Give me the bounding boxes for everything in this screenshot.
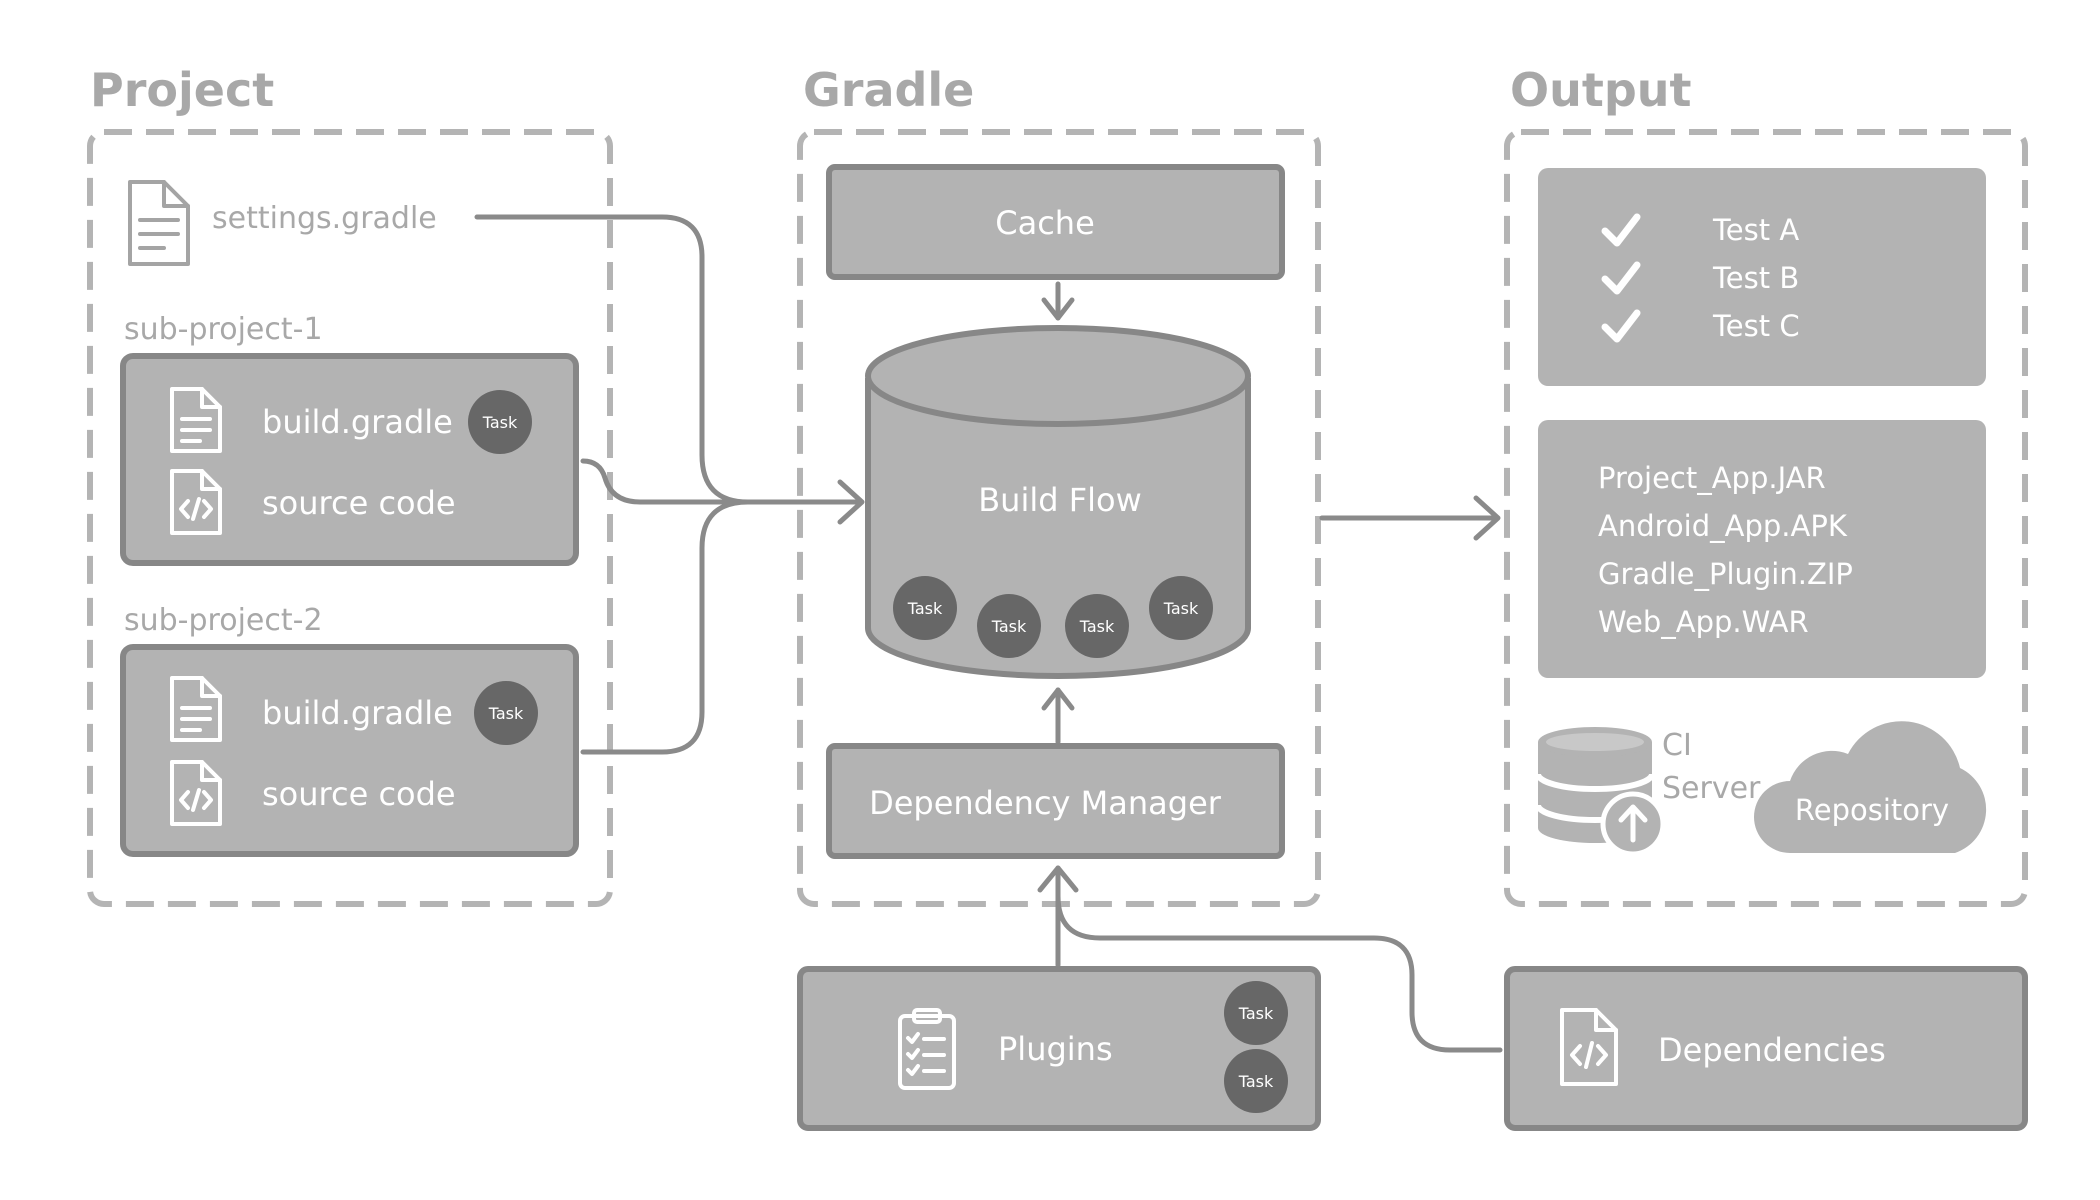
subproject-1-box[interactable]: build.gradle Task source code: [120, 353, 579, 566]
arrowhead-cache: [1041, 297, 1075, 321]
svg-text:Task: Task: [1079, 617, 1115, 636]
svg-text:Task: Task: [907, 599, 943, 618]
code-file-icon: [170, 469, 222, 535]
settings-file[interactable]: settings.gradle: [128, 180, 437, 266]
task-badge[interactable]: Task: [468, 390, 532, 454]
arrowhead-into-build-flow: [837, 479, 865, 525]
arrowhead-output: [1473, 495, 1501, 541]
test-name: Test B: [1712, 261, 1799, 295]
code-file-icon: [1560, 1008, 1618, 1086]
task-badge[interactable]: Task: [1224, 1049, 1288, 1113]
test-name: Test A: [1712, 213, 1799, 247]
subproject-2-build-file: build.gradle: [262, 694, 453, 732]
dependencies-label: Dependencies: [1658, 1031, 1886, 1069]
output-container: [1504, 129, 2028, 907]
project-container: [87, 129, 613, 907]
repository[interactable]: Repository: [1754, 721, 1987, 853]
subproject-2-box[interactable]: build.gradle Task source code: [120, 644, 579, 857]
connector-dependencies: [1055, 893, 1503, 1053]
test-results-panel: Test A Test B Test C: [1538, 168, 1986, 386]
task-badge[interactable]: Task: [1065, 594, 1129, 658]
section-title-project: Project: [90, 63, 274, 117]
subproject-1-name: sub-project-1: [124, 312, 323, 347]
subproject-2-name: sub-project-2: [124, 603, 323, 638]
task-badge[interactable]: Task: [474, 681, 538, 745]
arrowhead-dependency-manager: [1041, 687, 1075, 711]
subproject-2-source: source code: [262, 775, 456, 813]
checkmark-icon: [1601, 213, 1641, 247]
build-flow-label: Build Flow: [978, 481, 1142, 519]
task-badge[interactable]: Task: [1224, 981, 1288, 1045]
connector-settings: [474, 214, 751, 505]
code-file-icon: [170, 760, 222, 826]
cache-box[interactable]: Cache: [826, 164, 1285, 280]
dependency-manager-box[interactable]: Dependency Manager: [826, 743, 1285, 859]
plugins-label: Plugins: [998, 1030, 1113, 1068]
cloud-icon: [1754, 721, 1987, 853]
artifact-item[interactable]: Web_App.WAR: [1598, 605, 1809, 639]
svg-text:Task: Task: [991, 617, 1027, 636]
dependencies-box[interactable]: Dependencies: [1504, 966, 2028, 1131]
artifact-item[interactable]: Project_App.JAR: [1598, 461, 1826, 495]
subproject-1-source: source code: [262, 484, 456, 522]
test-row: Test B: [1601, 261, 1799, 295]
test-row: Test A: [1601, 213, 1799, 247]
plugins-box[interactable]: Plugins Task Task: [797, 966, 1321, 1131]
checkmark-icon: [1601, 309, 1641, 343]
svg-text:Task: Task: [1163, 599, 1199, 618]
artifact-item[interactable]: Android_App.APK: [1598, 509, 1848, 543]
ci-server-label-line2: Server: [1662, 771, 1761, 806]
settings-file-label: settings.gradle: [212, 201, 437, 236]
cache-label: Cache: [995, 204, 1095, 242]
svg-text:Task: Task: [1238, 1004, 1274, 1023]
arrowhead-dependency-manager-bottom: [1037, 865, 1079, 893]
document-icon: [128, 180, 190, 266]
document-icon: [170, 387, 222, 453]
task-badge[interactable]: Task: [977, 594, 1041, 658]
svg-text:Task: Task: [482, 413, 518, 432]
document-icon: [170, 676, 222, 742]
dependency-manager-label: Dependency Manager: [869, 784, 1222, 822]
database-upload-icon: [1535, 727, 1666, 857]
svg-text:Task: Task: [488, 704, 524, 723]
artifacts-panel: Project_App.JAR Android_App.APK Gradle_P…: [1538, 420, 1986, 678]
test-name: Test C: [1712, 309, 1800, 343]
build-flow-cylinder[interactable]: Build Flow Task Task Task Task: [865, 325, 1251, 679]
ci-server-label-line1: CI: [1662, 728, 1692, 763]
task-badge[interactable]: Task: [1149, 576, 1213, 640]
checkmark-icon: [1601, 261, 1641, 295]
clipboard-list-icon: [898, 1008, 956, 1090]
svg-text:Task: Task: [1238, 1072, 1274, 1091]
repository-label: Repository: [1795, 793, 1949, 827]
section-title-gradle: Gradle: [803, 63, 974, 117]
ci-server[interactable]: CI Server: [1535, 727, 1761, 857]
task-badge[interactable]: Task: [893, 576, 957, 640]
connector-subproject-2: [580, 499, 751, 755]
subproject-1-build-file: build.gradle: [262, 403, 453, 441]
connectors: [474, 214, 1503, 1053]
test-row: Test C: [1601, 309, 1800, 343]
connector-subproject-1: [580, 458, 863, 505]
artifact-item[interactable]: Gradle_Plugin.ZIP: [1598, 557, 1853, 591]
section-title-output: Output: [1510, 63, 1692, 117]
